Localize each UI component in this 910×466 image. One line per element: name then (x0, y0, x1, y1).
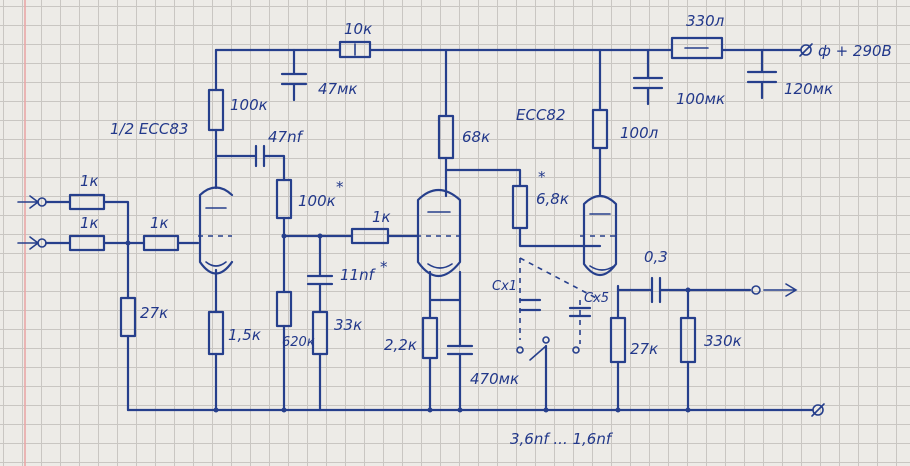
label-r-100l: 100л (620, 124, 659, 142)
label-c-11nf: 11nf (340, 266, 377, 284)
label-r-1k-in2: 1к (80, 214, 99, 232)
label-tube1: 1/2 ЕСС83 (110, 120, 188, 138)
label-cx1: Cx1 (492, 279, 517, 294)
tube2-left-branch (416, 48, 602, 412)
label-c-47nf: 47nf (268, 128, 305, 146)
capacitor-100mk (632, 48, 664, 106)
label-r-1k-mid: 1к (372, 208, 391, 226)
tube2-right-branch (580, 48, 798, 412)
label-r-1k-in1: 1к (80, 172, 99, 190)
input-terminal-1 (37, 197, 47, 207)
label-r-supply: 330л (686, 12, 725, 30)
label-r-2-2k: 2,2к (384, 336, 417, 354)
tube1-cathode-branch (207, 268, 225, 412)
capacitor-switch-bank (516, 257, 601, 412)
label-c-120mk: 120мк (784, 80, 833, 98)
supply-terminal-icon (800, 44, 812, 56)
label-r-68k: 68к (462, 128, 490, 146)
label-r-27k-left: 27к (140, 304, 168, 322)
label-r-1-5k: 1,5к (228, 326, 261, 344)
output-terminal (751, 285, 761, 295)
ground-rail (126, 403, 825, 417)
resistor-330 (670, 36, 724, 60)
label-c-470mk: 470мк (470, 370, 519, 388)
label-r-6-8k: 6,8к (536, 190, 569, 208)
label-cx5: Cx5 (584, 291, 609, 306)
input-network (17, 193, 200, 412)
label-tube2: ЕСС82 (516, 106, 566, 124)
notebook-margin-line (24, 0, 26, 466)
label-star-1: * (336, 178, 344, 196)
capacitor-120mk (746, 48, 778, 100)
label-c-0-3: 0,3 (644, 248, 668, 266)
capacitor-47mk (280, 48, 308, 102)
label-cap-range: 3,6nf ... 1,6nf (510, 430, 614, 448)
label-r-1k-grid: 1к (150, 214, 169, 232)
label-r-100k-star: 100к (298, 192, 336, 210)
label-r-top: 10к (344, 20, 372, 38)
label-star-3: * (380, 258, 388, 276)
label-star-2: * (538, 168, 546, 186)
label-r-330k: 330к (704, 332, 742, 350)
ground-terminal (812, 404, 824, 416)
label-c-47mk: 47мк (318, 80, 357, 98)
label-r-100k-anode: 100к (230, 96, 268, 114)
label-r-27k-right: 27к (630, 340, 658, 358)
label-supply: ф + 290В (818, 42, 892, 60)
tube1-anode-branch (207, 48, 286, 190)
tube1-envelope (198, 186, 234, 275)
resistor-10k (338, 40, 372, 59)
label-r-620k: 620к (282, 335, 315, 350)
input-terminal-2 (37, 238, 47, 248)
supply-rail (214, 43, 813, 57)
label-r-33k: 33к (334, 316, 362, 334)
label-c-100mk: 100мк (676, 90, 725, 108)
tone-network (275, 178, 420, 412)
